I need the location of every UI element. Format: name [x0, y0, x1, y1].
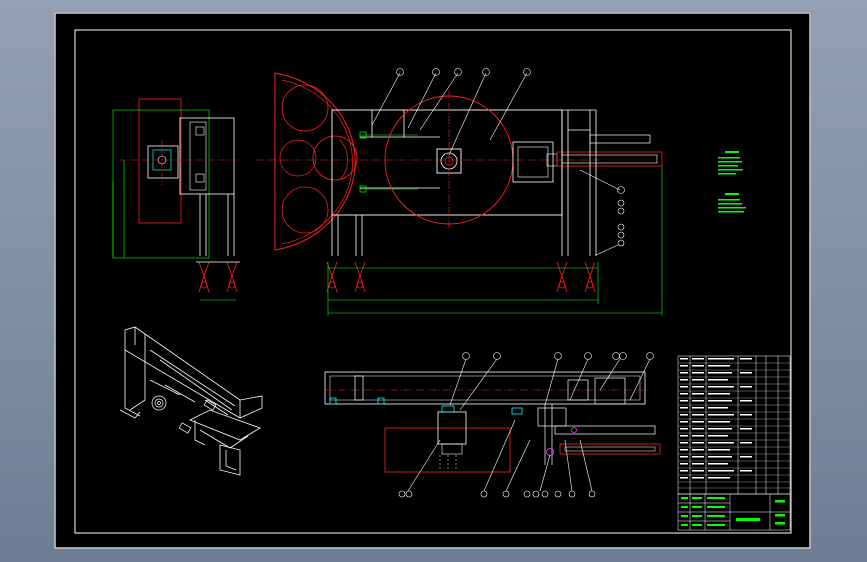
sheet-inner-border: [74, 29, 792, 534]
section-view: [324, 352, 661, 498]
parts-list-rows: [678, 362, 790, 489]
technical-notes: [718, 151, 746, 213]
parts-list: [677, 355, 791, 495]
isometric-view: [119, 326, 263, 476]
sheet-outer-border: [54, 12, 811, 549]
parts-list-text: [680, 358, 752, 479]
front-view: [255, 68, 663, 316]
cutter-head-outline: [274, 72, 356, 251]
side-view: [112, 98, 240, 301]
isometric-details: [151, 395, 217, 434]
title-block: [677, 493, 791, 531]
title-block-text: [681, 497, 785, 526]
